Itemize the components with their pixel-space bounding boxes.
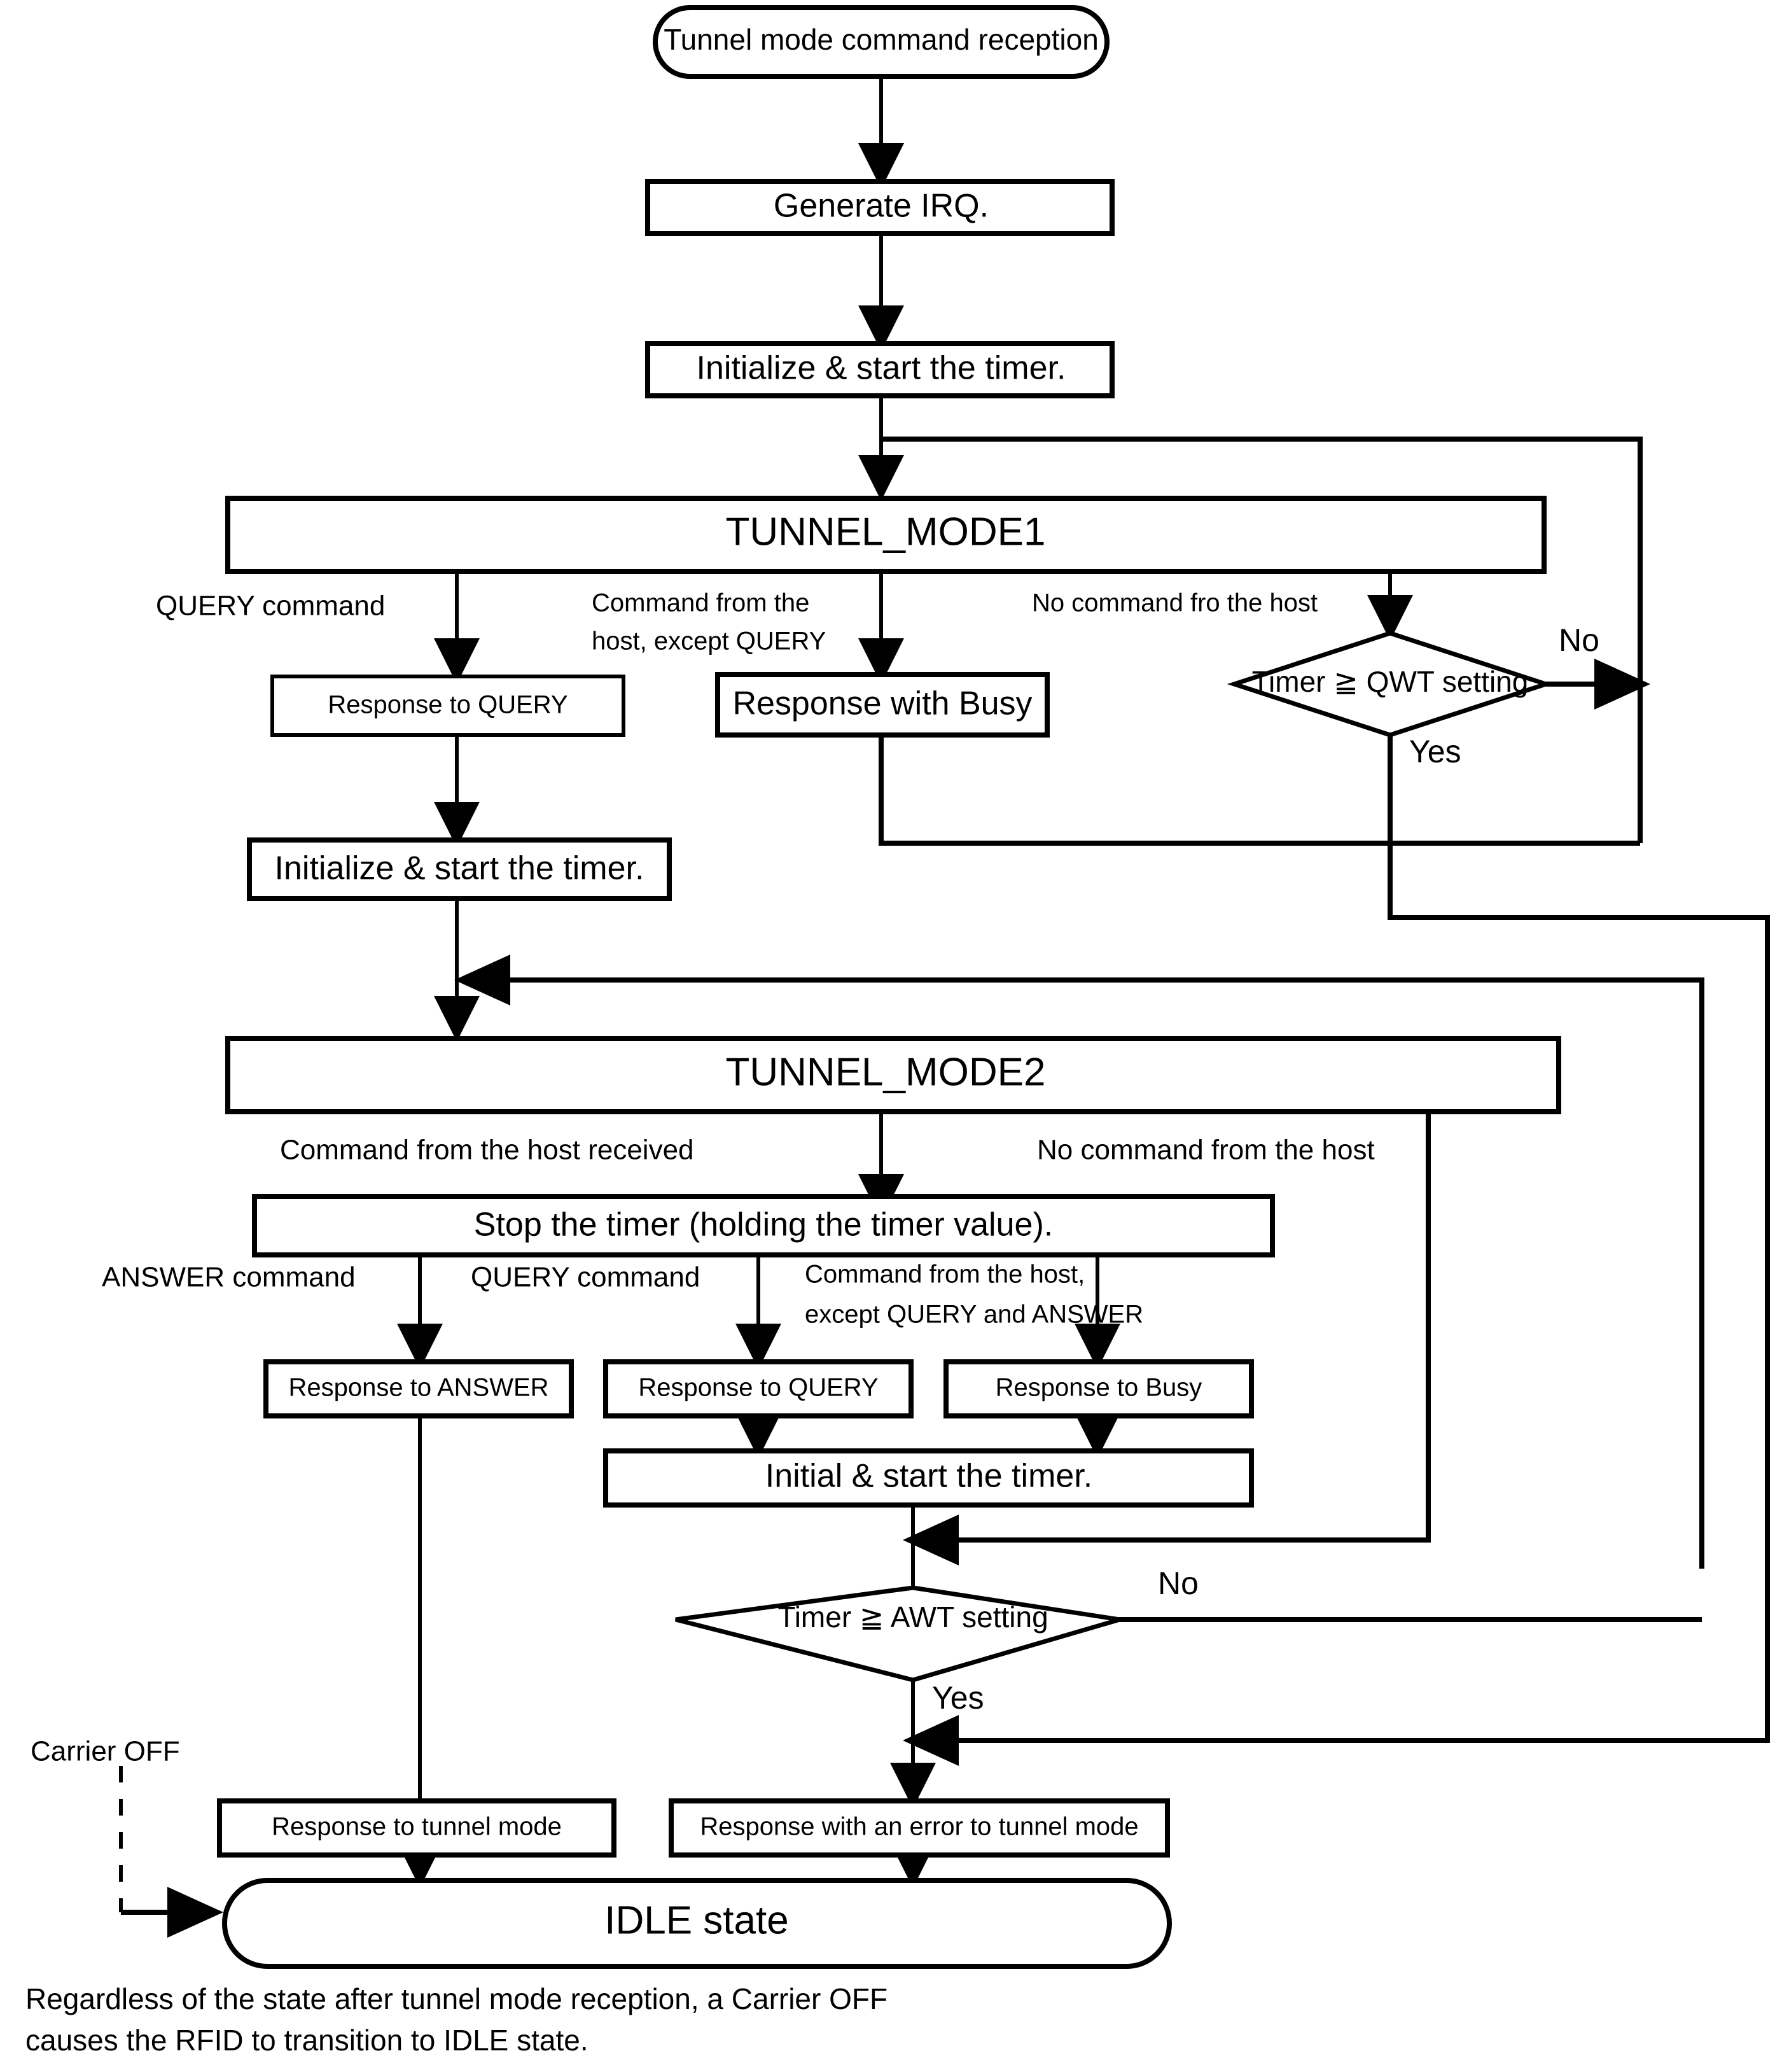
edge-label-no-command-host-1: No command fro the host xyxy=(1032,589,1318,617)
tunnel-mode-2-box xyxy=(225,1036,1561,1114)
init-start-timer-3-label: Initial & start the timer. xyxy=(765,1458,1092,1495)
generate-irq-label: Generate IRQ. xyxy=(774,188,989,225)
qwt-decision-label: Timer ≧ QWT setting xyxy=(1252,665,1529,698)
start-terminal xyxy=(653,5,1110,79)
connector-awt-no-return xyxy=(454,955,1704,1569)
response-error-tunnel-mode-box xyxy=(669,1798,1170,1858)
idle-state-label: IDLE state xyxy=(604,1898,788,1942)
init-timer-1-label: Initialize & start the timer. xyxy=(697,350,1066,387)
stop-timer-box xyxy=(252,1194,1275,1257)
edge-label-carrier-off: Carrier OFF xyxy=(31,1736,180,1767)
response-to-query-1-label: Response to QUERY xyxy=(328,691,567,719)
edge-label-command-received: Command from the host received xyxy=(280,1135,694,1166)
response-to-answer-box xyxy=(263,1359,574,1418)
edge-label-awt-yes: Yes xyxy=(932,1680,984,1716)
awt-decision-diamond xyxy=(675,1585,1120,1683)
response-to-query-2-label: Response to QUERY xyxy=(638,1374,878,1402)
edge-label-answer-command: ANSWER command xyxy=(102,1262,356,1293)
response-to-tunnel-mode-label: Response to tunnel mode xyxy=(272,1813,562,1841)
start-label: Tunnel mode command reception xyxy=(664,23,1099,56)
edge-label-command-except-query-l1: Command from the xyxy=(592,589,809,617)
edge-label-qwt-yes: Yes xyxy=(1409,734,1461,769)
connector-busy-feedback xyxy=(879,735,1640,846)
tunnel-mode-1-label: TUNNEL_MODE1 xyxy=(726,510,1046,554)
response-with-busy-label: Response with Busy xyxy=(732,685,1032,722)
response-to-tunnel-mode-box xyxy=(217,1798,616,1858)
connector-qwt-yes xyxy=(903,735,1770,1766)
response-to-query-2-box xyxy=(603,1359,914,1418)
connector-mode2-nocommand xyxy=(903,1110,1431,1565)
init-start-timer-3-box xyxy=(603,1448,1254,1508)
connector-qwt-no-return xyxy=(881,437,1643,843)
response-with-busy-box xyxy=(715,672,1050,738)
edge-label-awt-no: No xyxy=(1158,1565,1199,1601)
edge-label-command-except-query-l2: host, except QUERY xyxy=(592,627,826,655)
init-timer-2-label: Initialize & start the timer. xyxy=(275,850,644,887)
init-timer-1-box xyxy=(645,341,1115,398)
note-line-2: causes the RFID to transition to IDLE st… xyxy=(25,2024,588,2057)
idle-state-terminal xyxy=(222,1878,1172,1969)
tunnel-mode-2-label: TUNNEL_MODE2 xyxy=(726,1050,1046,1094)
awt-decision-label: Timer ≧ AWT setting xyxy=(777,1600,1048,1634)
edge-label-query-command-2: QUERY command xyxy=(471,1262,700,1293)
edge-label-qwt-no: No xyxy=(1559,622,1599,658)
edge-label-no-command-host-2: No command from the host xyxy=(1037,1135,1375,1166)
qwt-decision-diamond xyxy=(1227,631,1554,738)
response-to-query-1-box xyxy=(270,675,625,737)
response-to-busy-box xyxy=(943,1359,1254,1418)
edge-label-query-command-1: QUERY command xyxy=(156,591,385,622)
response-error-tunnel-mode-label: Response with an error to tunnel mode xyxy=(700,1813,1138,1841)
init-timer-2-box xyxy=(247,837,672,901)
note-line-1: Regardless of the state after tunnel mod… xyxy=(25,1982,888,2015)
stop-timer-label: Stop the timer (holding the timer value)… xyxy=(474,1207,1053,1243)
tunnel-mode-1-box xyxy=(225,496,1547,574)
response-to-busy-label: Response to Busy xyxy=(996,1374,1202,1402)
response-to-answer-label: Response to ANSWER xyxy=(288,1374,548,1402)
generate-irq-box xyxy=(645,179,1115,236)
edge-label-command-except-qa-l1: Command from the host, xyxy=(805,1261,1085,1289)
edge-label-command-except-qa-l2: except QUERY and ANSWER xyxy=(805,1301,1143,1329)
